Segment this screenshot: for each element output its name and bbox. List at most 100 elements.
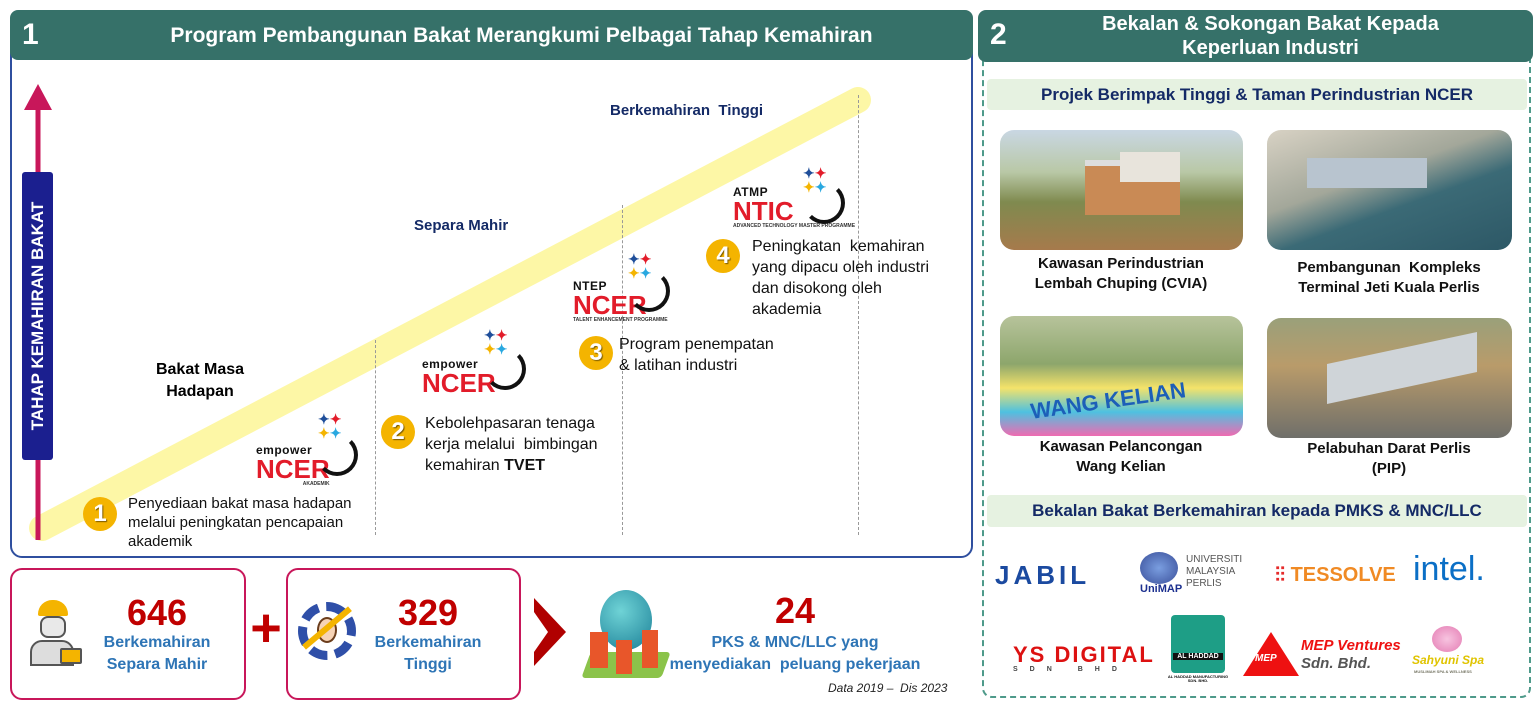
project-caption: Pelabuhan Darat Perlis (PIP) — [1264, 439, 1514, 479]
logo-text: NTIC — [733, 196, 794, 226]
step-text: Kebolehpasaran tenaga kerja melalui bimb… — [425, 413, 598, 476]
step-text: Peningkatan kemahiran yang dipacu oleh i… — [752, 236, 929, 320]
left-panel-title: Program Pembangunan Bakat Merangkumi Pel… — [170, 24, 873, 47]
step-line: akademia — [752, 301, 822, 318]
logo-text: NTEP — [573, 279, 608, 293]
level-mid: Separa Mahir — [414, 217, 509, 234]
stat-label-line: Berkemahiran — [103, 634, 211, 651]
sparkle-icon: ✦✦✦✦ — [318, 411, 342, 441]
stat-value: 646 — [126, 592, 188, 633]
ys-digital-wordmark: YS DIGITAL — [1013, 642, 1155, 667]
mep-sub: Sdn. Bhd. — [1301, 655, 1371, 672]
step-line: Peningkatan kemahiran — [752, 238, 925, 255]
title-line: Keperluan Industri — [1182, 37, 1359, 59]
section-number: 1 — [22, 18, 39, 51]
divider-line — [858, 95, 859, 535]
sahyuni-spa-logo: Sahyuni Spa MUSLIMAH SPA & WELLNESS — [1410, 626, 1492, 682]
logo-text: ATMP — [733, 185, 769, 199]
step-badge: 4 — [706, 239, 740, 273]
step-line-emphasis: TVET — [504, 457, 546, 474]
empower-ncer-logo: empower NCER ✦✦✦✦ — [422, 328, 526, 398]
axis-arrow-head — [24, 84, 52, 110]
caption-line: Pelabuhan Darat Perlis — [1307, 440, 1471, 457]
stat-label-line: Tinggi — [404, 656, 452, 673]
axis-label-box: TAHAP KEMAHIRAN BAKAT — [22, 172, 53, 460]
data-period-note: Data 2019 – Dis 2023 — [828, 681, 948, 695]
logo-text: AKADEMIK — [302, 481, 330, 487]
ntep-ncer-logo: NTEP NCER TALENT ENHANCEMENT PROGRAMME ✦… — [573, 252, 670, 323]
mep-mark: MEP — [1255, 653, 1277, 664]
project-caption: Pembangunan Kompleks Terminal Jeti Kuala… — [1264, 258, 1514, 298]
empower-ncer-akademik-logo: empower NCER AKADEMIK ✦✦✦✦ — [256, 412, 358, 487]
step-line: dan disokong oleh — [752, 280, 882, 297]
project-photo-jetty — [1267, 130, 1512, 250]
stat-label-line: menyediakan peluang pekerjaan — [669, 656, 921, 673]
atmp-ntic-logo: ATMP NTIC ADVANCED TECHNOLOGY MASTER PRO… — [733, 166, 856, 229]
logo-text: empower — [422, 357, 479, 371]
al-haddad-wordmark: AL HADDAD — [1173, 653, 1223, 660]
divider-line — [622, 205, 623, 535]
step-line: akademik — [128, 533, 193, 550]
divider-line — [375, 340, 376, 535]
sparkle-icon: ✦✦✦✦ — [484, 327, 508, 357]
step-line: Penyediaan bakat masa hadapan — [128, 495, 352, 512]
caption-line: (PIP) — [1371, 460, 1407, 477]
step-text: Penyediaan bakat masa hadapan melalui pe… — [128, 494, 352, 551]
sahyuni-wordmark: Sahyuni Spa — [1412, 653, 1485, 667]
logo-text: empower — [256, 443, 313, 457]
caption-line: Wang Kelian — [1076, 458, 1166, 475]
step-line-text: kemahiran — [425, 457, 505, 474]
section-number: 2 — [990, 18, 1007, 51]
caption-line: Lembah Chuping (CVIA) — [1034, 275, 1208, 292]
supply-heading: Bekalan Bakat Berkemahiran kepada PMKS &… — [987, 495, 1527, 527]
step-badge: 3 — [579, 336, 613, 370]
tessolve-wordmark: TESSOLVE — [1290, 564, 1396, 586]
step-line: melalui peningkatan pencapaian — [128, 514, 344, 531]
projects-heading: Projek Berimpak Tinggi & Taman Perindust… — [987, 79, 1527, 110]
project-photo-cvia — [1000, 130, 1243, 250]
gear-person-icon — [298, 602, 356, 660]
stat-label-line: PKS & MNC/LLC yang — [711, 634, 879, 651]
title-line: Bekalan & Sokongan Bakat Kepada — [1102, 13, 1439, 35]
sahyuni-sub: MUSLIMAH SPA & WELLNESS — [1414, 669, 1472, 674]
ys-digital-logo: YS DIGITAL SDN BHD — [1013, 642, 1155, 674]
wang-kelian-sign: WANG KELIAN — [1028, 377, 1188, 424]
logo-text: ADVANCED TECHNOLOGY MASTER PROGRAMME — [733, 223, 856, 229]
project-caption: Kawasan Pelancongan Wang Kelian — [996, 437, 1246, 477]
logo-text: TALENT ENHANCEMENT PROGRAMME — [573, 317, 668, 323]
al-haddad-logo: AL HADDAD AL HADDAD MANUFACTURING SDN. B… — [1165, 615, 1231, 685]
step-line: & latihan industri — [619, 357, 738, 374]
jabil-logo: JABIL — [995, 560, 1091, 590]
ring-icon — [484, 348, 526, 390]
axis-label: TAHAP KEMAHIRAN BAKAT — [27, 201, 47, 431]
sparkle-icon: ✦✦✦✦ — [803, 165, 827, 195]
caption-line: Kawasan Pelancongan — [1039, 438, 1203, 455]
chevron-cutout — [534, 612, 548, 652]
stat-label-line: Separa Mahir — [106, 656, 208, 673]
ring-icon — [628, 270, 670, 312]
step-badge: 2 — [381, 415, 415, 449]
project-photo-wang-kelian: WANG KELIAN — [1000, 316, 1243, 436]
intel-logo: intel. — [1413, 550, 1485, 588]
sparkle-icon: ✦✦✦✦ — [628, 251, 652, 281]
caption-line: Kawasan Perindustrian — [1038, 255, 1204, 272]
ring-icon — [316, 434, 358, 476]
level-high: Berkemahiran Tinggi — [610, 102, 764, 119]
caption-line: Pembangunan Kompleks — [1297, 259, 1481, 276]
step-line: Program penempatan — [619, 336, 774, 353]
unimap-wordmark: UniMAP — [1140, 583, 1183, 595]
stat-value: 329 — [397, 592, 459, 633]
progression-band — [29, 87, 871, 541]
mep-ventures-logo: MEP MEP Ventures Sdn. Bhd. — [1243, 632, 1403, 678]
project-caption: Kawasan Perindustrian Lembah Chuping (CV… — [996, 254, 1246, 294]
city-globe-icon — [580, 582, 672, 682]
stat-card-highly-skilled: 329 Berkemahiran Tinggi — [286, 568, 521, 700]
level-future-line: Bakat Masa — [155, 361, 245, 378]
stat-label: Berkemahiran Separa Mahir — [82, 632, 232, 676]
step-line: kerja melalui bimbingan — [425, 436, 598, 453]
plus-sign: + — [250, 598, 282, 658]
logo-text: NCER — [422, 368, 496, 398]
worker-icon — [28, 600, 84, 666]
level-future: Bakat Masa Hadapan — [140, 359, 260, 403]
tessolve-logo: ⫶⫶ TESSOLVE — [1275, 564, 1396, 586]
